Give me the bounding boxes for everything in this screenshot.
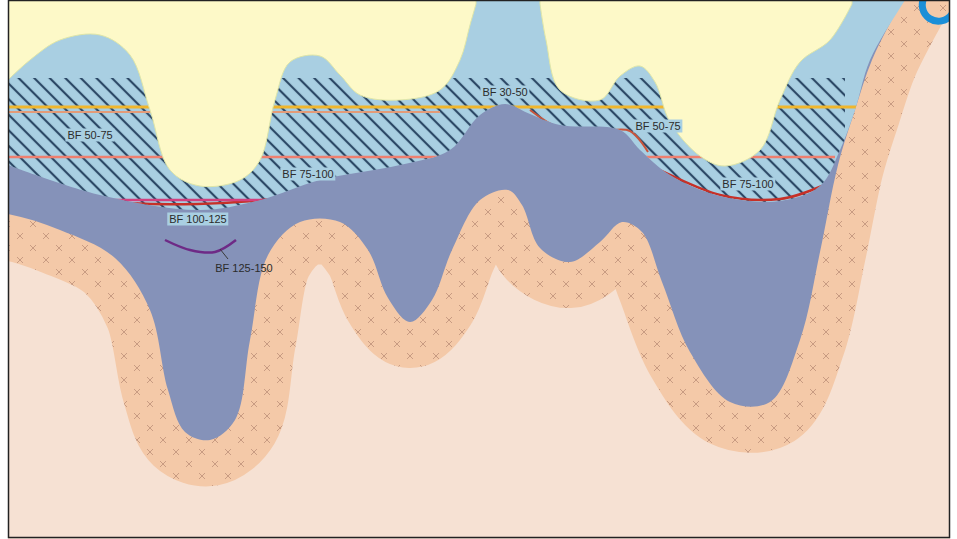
margin [950, 0, 957, 539]
bf-boundary [165, 240, 236, 253]
logo-mark [922, 0, 952, 21]
ore-body [0, 0, 957, 440]
bf-boundary [165, 240, 236, 253]
hatch-group [8, 78, 845, 210]
zone-label: BF 30-50 [480, 86, 529, 99]
leader-line [220, 249, 228, 259]
leached-zone [8, 0, 957, 210]
bf-boundary [100, 200, 300, 232]
bf-boundary [650, 165, 822, 200]
bf-boundary [100, 199, 300, 202]
zone-label: BF 75-100 [280, 168, 335, 181]
figure-frame [9, 1, 950, 538]
zone-label: BF 50-75 [65, 129, 114, 142]
cover-sediment [540, 0, 852, 166]
bf-hatching [8, 78, 845, 210]
zone-label: BF 50-75 [633, 120, 682, 133]
zone-label: BF 100-125 [167, 213, 228, 226]
bf-boundary [530, 110, 648, 152]
zone-label: BF 125-150 [213, 262, 274, 275]
zone-label: BF 75-100 [720, 178, 775, 191]
cover-sediment [8, 0, 476, 187]
margin [0, 0, 8, 539]
